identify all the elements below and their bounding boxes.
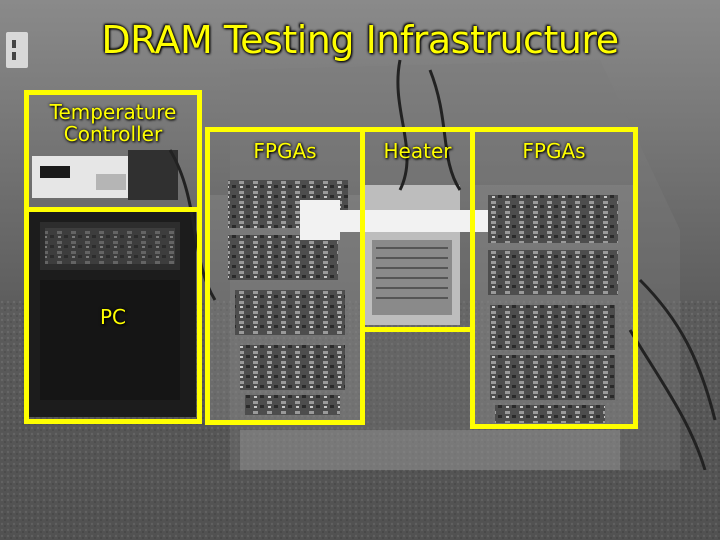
- fpgas-left-box: [205, 127, 365, 425]
- temperature-controller-label: Temperature Controller: [24, 101, 202, 145]
- page-title: DRAM Testing Infrastructure: [101, 18, 619, 62]
- fpgas-right-label: FPGAs: [522, 139, 586, 163]
- fpgas-right-box: [470, 127, 638, 429]
- pc-label: PC: [99, 305, 127, 329]
- pc-box: [24, 207, 202, 424]
- heater-label: Heater: [383, 139, 452, 163]
- temperature-controller-label-line2: Controller: [63, 122, 163, 146]
- temperature-controller-label-line1: Temperature: [49, 100, 177, 124]
- fpgas-left-label: FPGAs: [253, 139, 317, 163]
